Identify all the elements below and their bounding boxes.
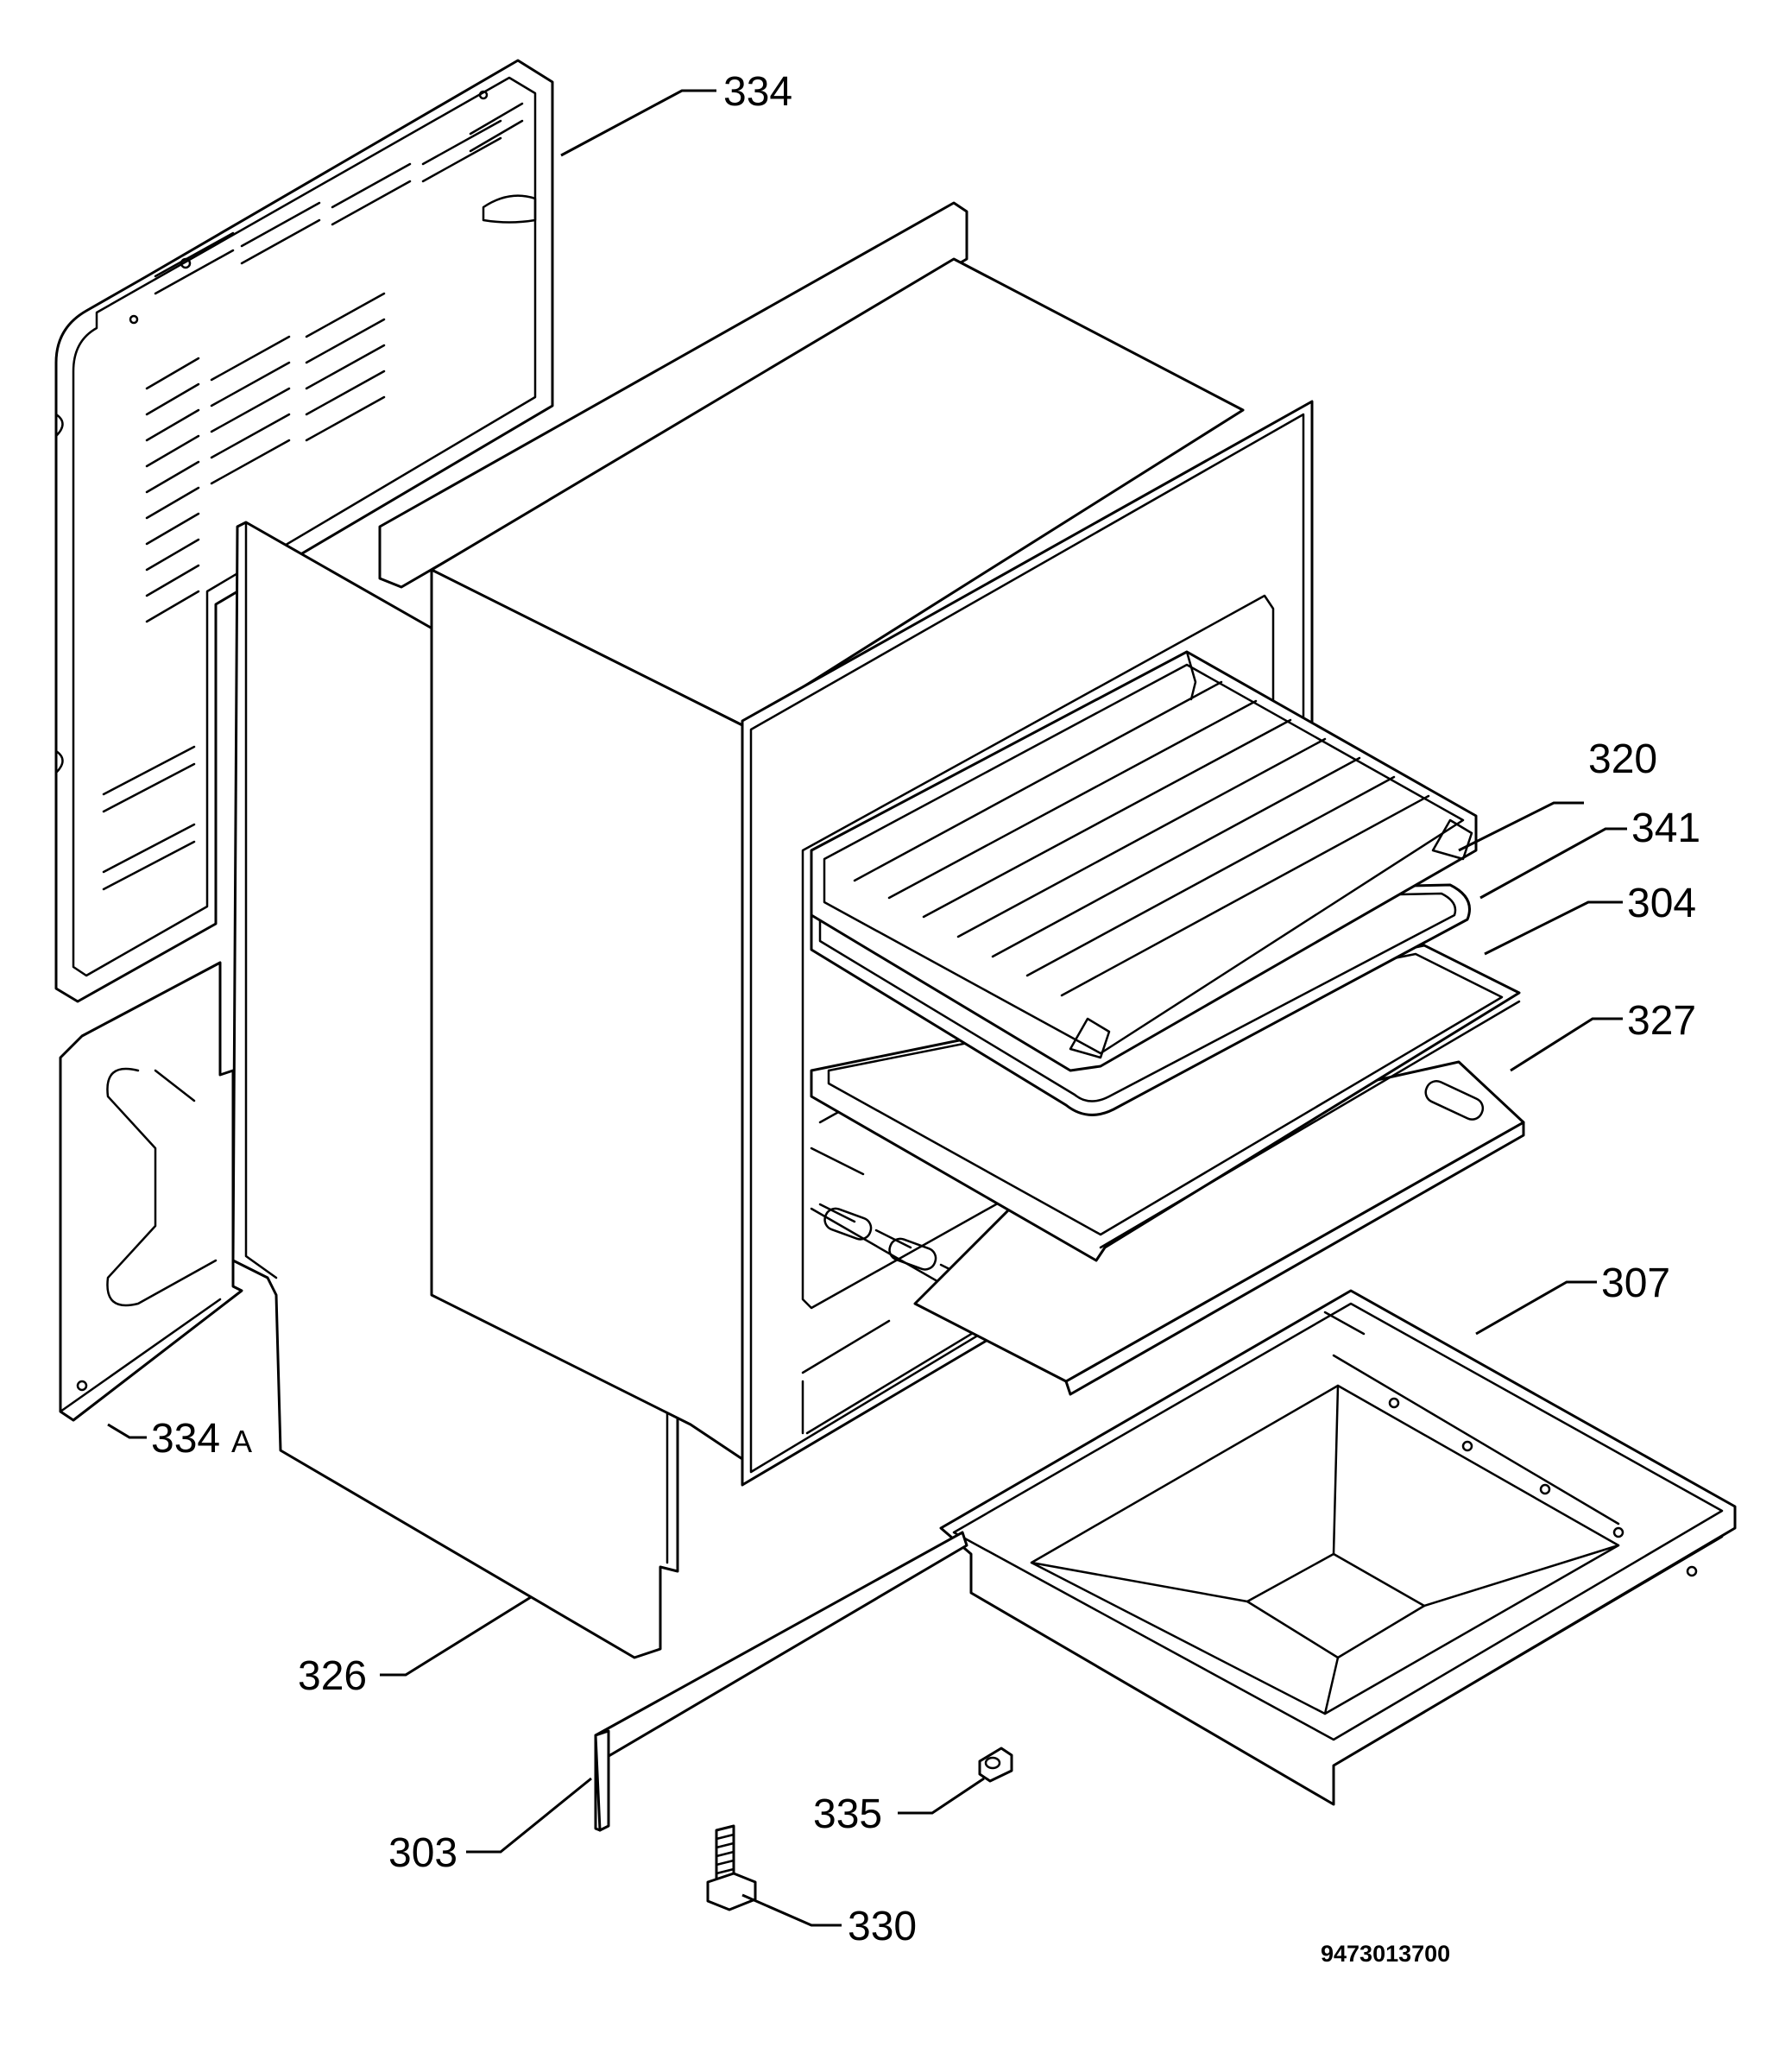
label-334a: 334 [151,1416,220,1462]
label-304: 304 [1627,881,1696,926]
leader-lines [107,89,1627,1927]
document-number: 9473013700 [1321,1941,1450,1967]
part-320-wire-shelf [810,650,1478,1072]
part-304-baking-tray [810,944,1521,1262]
part-335-nut [978,1747,1013,1783]
label-334: 334 [723,69,792,115]
label-327: 327 [1627,998,1696,1044]
label-335: 335 [813,1791,882,1837]
part-307-deep-pan [939,1289,1737,1806]
part-303-kick-plate [594,1531,968,1832]
callout-labels: 334 334 A 320 341 304 327 307 326 303 33… [151,69,1700,1967]
part-327-lower-tray [913,1060,1525,1396]
part-334-rear-panel [54,59,554,1003]
label-341: 341 [1631,805,1700,851]
label-320: 320 [1588,736,1657,782]
part-334a-side-panel [59,961,243,1422]
label-303: 303 [388,1830,457,1876]
part-330-bolt [706,1824,757,1911]
label-326: 326 [298,1653,367,1699]
label-330: 330 [848,1904,917,1949]
label-334a-suffix: A [231,1424,252,1459]
label-307: 307 [1601,1260,1670,1306]
